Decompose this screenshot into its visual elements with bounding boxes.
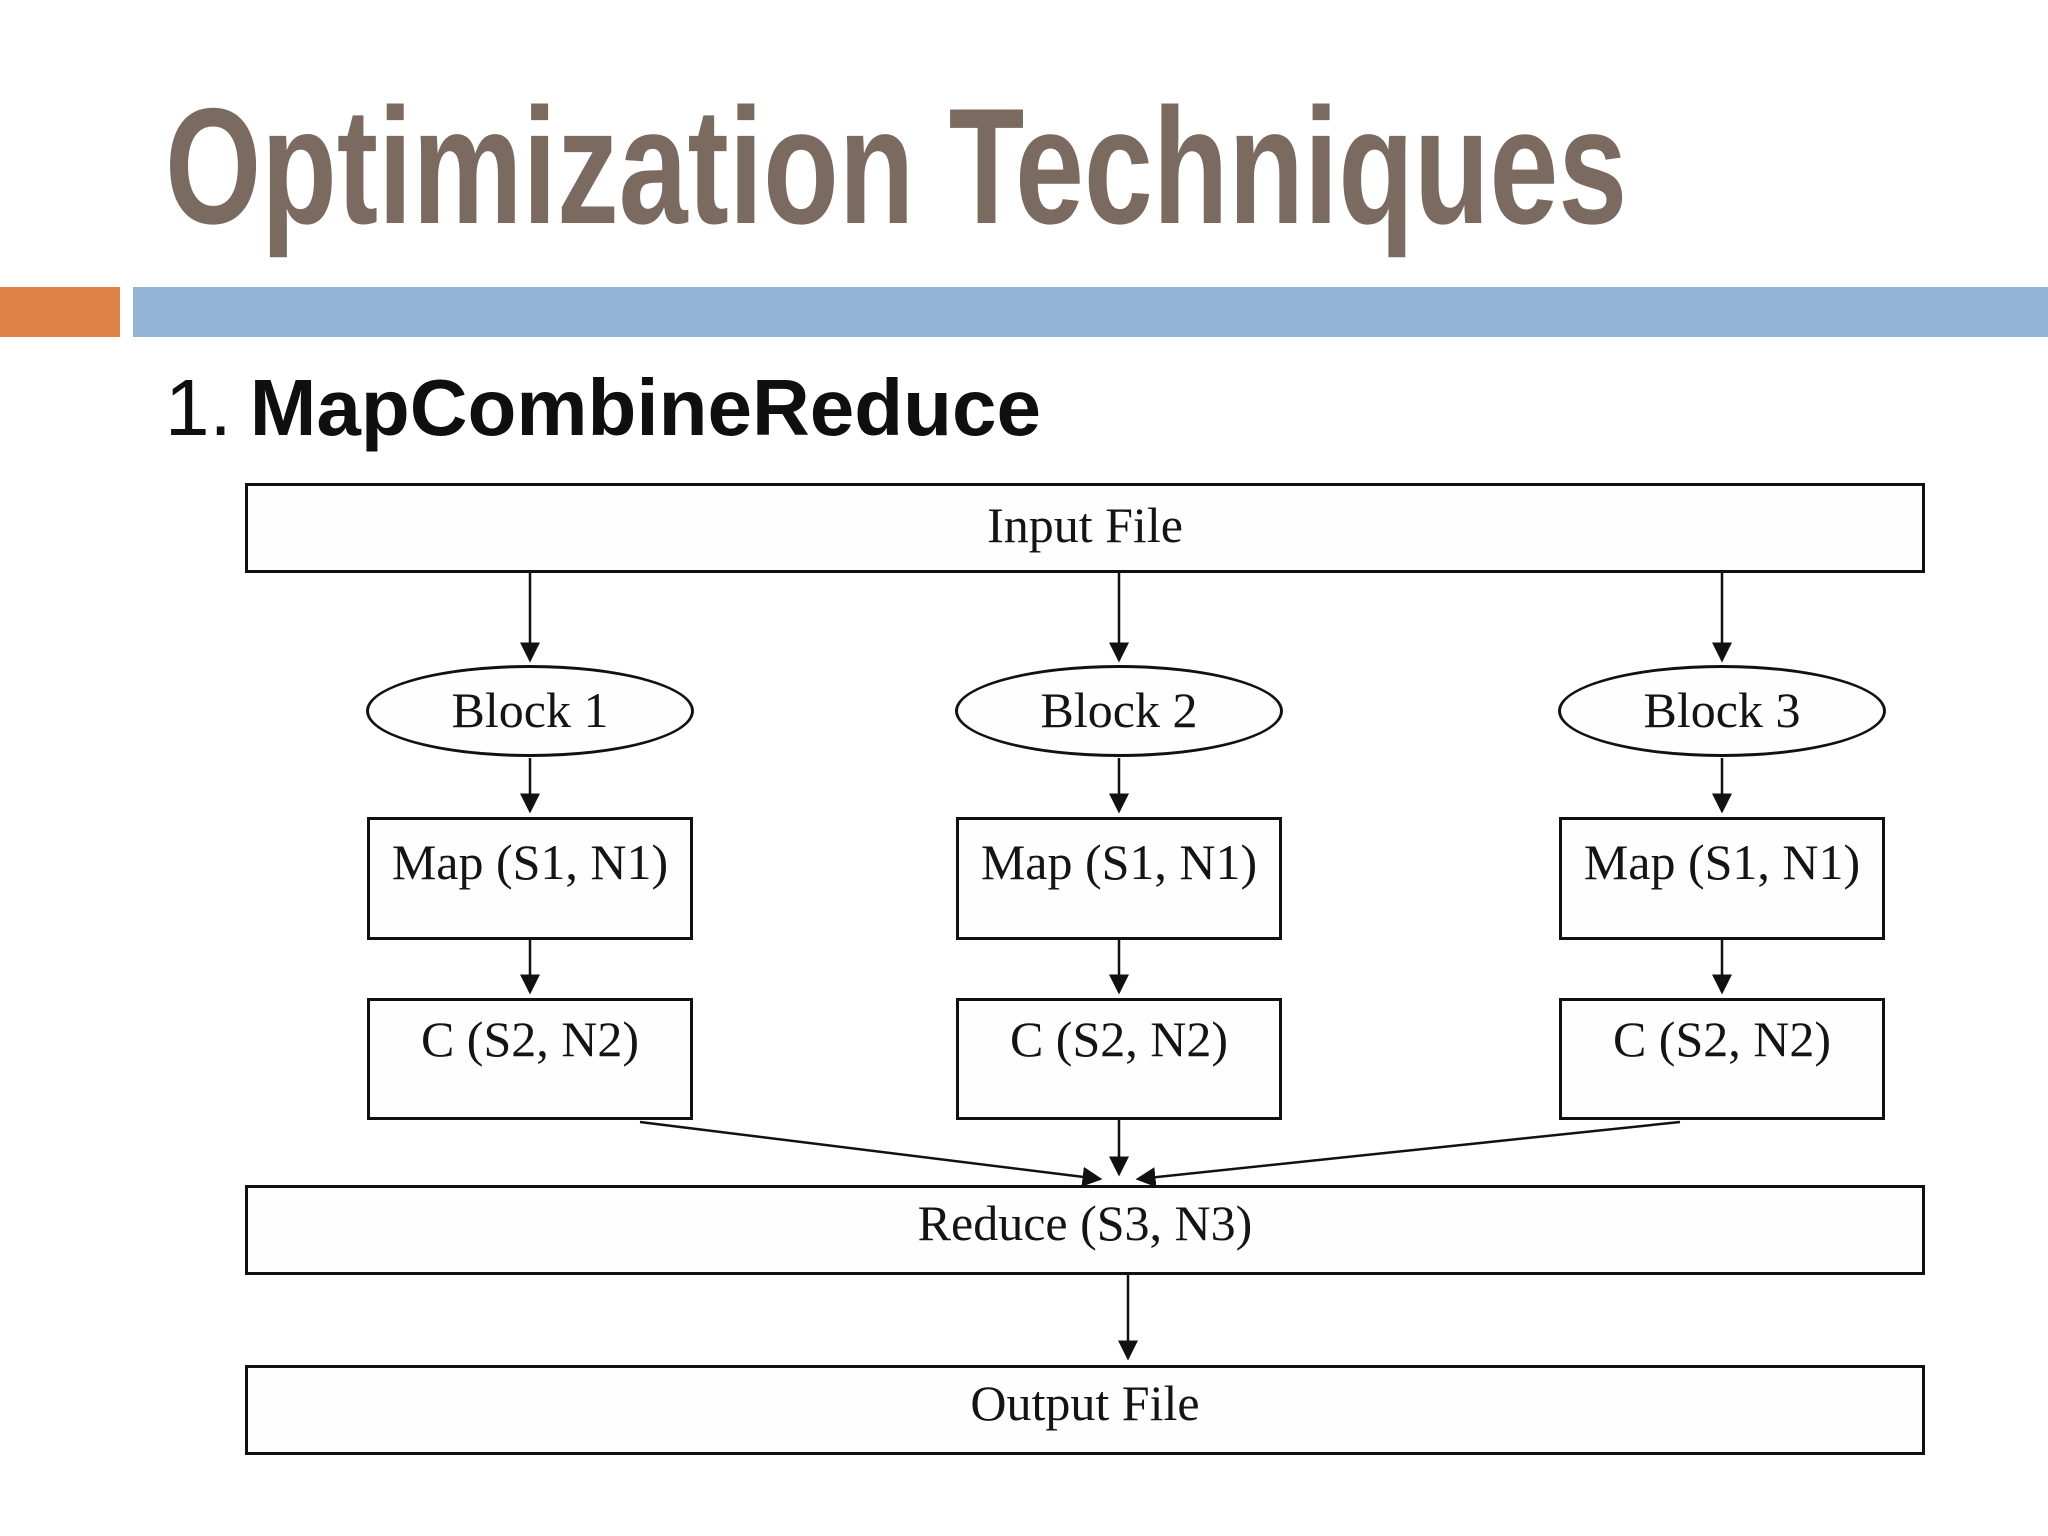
reduce-box: Reduce (S3, N3) xyxy=(245,1185,1925,1275)
combine-2-box: C (S2, N2) xyxy=(956,998,1282,1120)
arrow-combine-1-to-reduce xyxy=(639,1120,1103,1187)
section-heading: 1.MapCombineReduce xyxy=(165,360,1041,456)
block-3-ellipse: Block 3 xyxy=(1558,665,1886,757)
map-1-box: Map (S1, N1) xyxy=(367,817,693,940)
map-1-label: Map (S1, N1) xyxy=(391,834,669,890)
combine-3-label: C (S2, N2) xyxy=(1612,1011,1832,1067)
section-heading-label: MapCombineReduce xyxy=(249,363,1041,452)
block-2-label: Block 2 xyxy=(1040,682,1198,738)
map-2-box: Map (S1, N1) xyxy=(956,817,1282,940)
arrow-combine-3-to-reduce xyxy=(1135,1120,1681,1188)
output-file-box: Output File xyxy=(245,1365,1925,1455)
input-file-label: Input File xyxy=(987,497,1183,553)
page-title: Optimization Techniques xyxy=(165,84,2048,249)
section-heading-number: 1. xyxy=(165,363,232,452)
output-file-label: Output File xyxy=(970,1375,1200,1431)
combine-1-label: C (S2, N2) xyxy=(420,1011,640,1067)
block-1-ellipse: Block 1 xyxy=(366,665,694,757)
accent-bar-orange xyxy=(0,287,120,337)
block-1-label: Block 1 xyxy=(451,682,609,738)
combine-1-box: C (S2, N2) xyxy=(367,998,693,1120)
combine-3-box: C (S2, N2) xyxy=(1559,998,1885,1120)
page-title-text: Optimization Techniques xyxy=(165,74,1628,258)
input-file-box: Input File xyxy=(245,483,1925,573)
block-2-ellipse: Block 2 xyxy=(955,665,1283,757)
reduce-label: Reduce (S3, N3) xyxy=(917,1195,1253,1251)
accent-bar-blue xyxy=(133,287,2048,337)
map-3-label: Map (S1, N1) xyxy=(1583,834,1861,890)
map-3-box: Map (S1, N1) xyxy=(1559,817,1885,940)
map-2-label: Map (S1, N1) xyxy=(980,834,1258,890)
combine-2-label: C (S2, N2) xyxy=(1009,1011,1229,1067)
block-3-label: Block 3 xyxy=(1643,682,1801,738)
